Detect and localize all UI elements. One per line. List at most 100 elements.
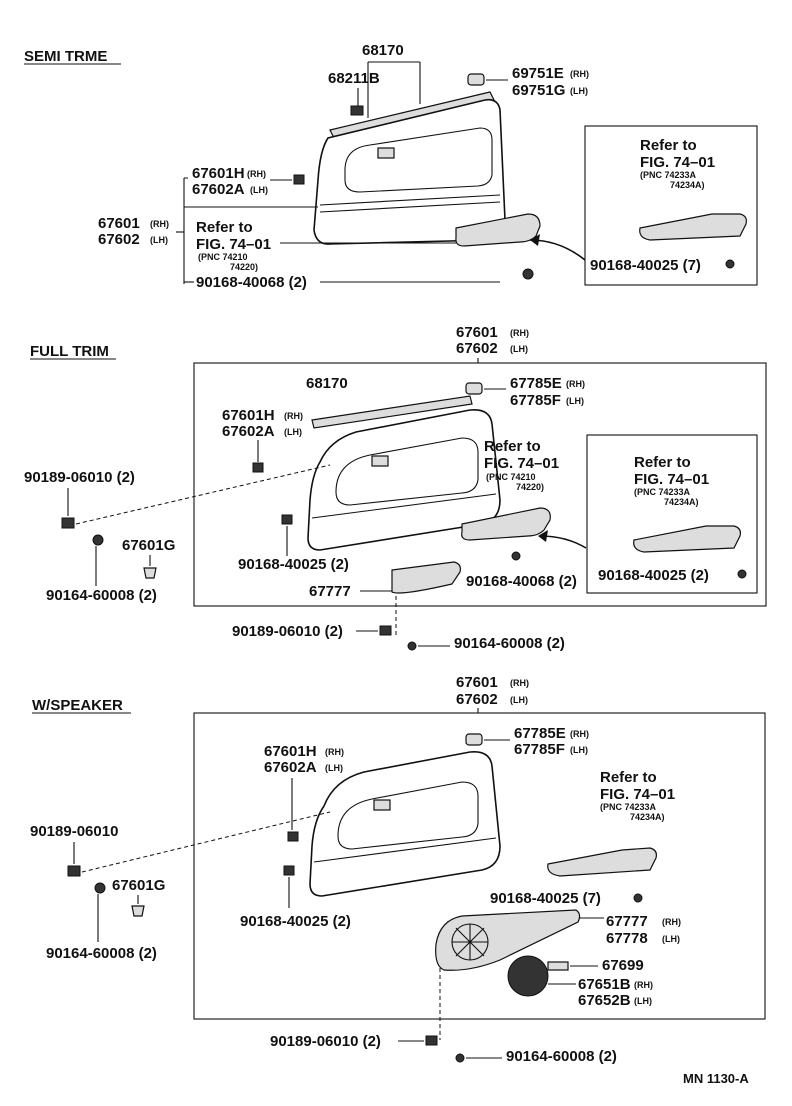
section-title: SEMI TRME [24,48,107,65]
label-67778-side: (LH) [662,934,680,944]
leader-68170 [367,61,421,118]
fastener-67601g [143,567,157,579]
label-67785f: 67785F [510,392,561,409]
label-67601h: 67601H [192,165,245,182]
label-top-lh-side: (LH) [510,695,528,705]
bolt-mid-icon [281,514,293,525]
cap-69751 [467,73,485,86]
panel-trim-line [319,194,501,213]
label-top-rh: 67601 [456,674,498,691]
inset-bolt-icon [725,259,735,269]
speaker-grille-lines [452,924,488,960]
label-67602: 67602 [98,231,140,248]
clip-90189 [61,517,75,529]
label-67601h: 67601H [222,407,275,424]
section-w-speaker: W/SPEAKER 67601 (RH) 67602 (LH) 67785E (… [30,674,766,1065]
label-67601g: 67601G [112,877,165,894]
inset-ref-title: Refer to [640,137,697,154]
clip-67601h [293,174,305,185]
trim-67777 [391,561,461,594]
door-panel [307,408,501,551]
door-panel [313,98,506,245]
ref-pnc2: 74220) [516,482,544,492]
dash-clip [81,811,331,873]
trim-67777 [435,909,581,971]
label-clip-bottom: 90189-06010 (2) [270,1033,381,1050]
inset-bolt: 90168-40025 (2) [598,567,709,584]
speaker-grille-67651b [507,955,549,997]
panel-recess [335,437,479,506]
footer-code: MN 1130-A [683,1071,749,1086]
leader-bracket [183,177,188,284]
label-67785e: 67785E [510,375,562,392]
label-bolt-mid: 90168-40025 (2) [240,913,351,930]
inset-box [584,125,758,286]
label-68170: 68170 [362,42,404,59]
clip-67601h [287,831,299,842]
label-67785e: 67785E [514,725,566,742]
label-clip-left: 90189-06010 [30,823,118,840]
label-67602a-side: (LH) [250,185,268,195]
clip-68211b [350,105,364,116]
bolt-90168 [522,268,534,280]
panel-recess [337,781,479,850]
label-top-lh-side: (LH) [510,344,528,354]
section-title: FULL TRIM [30,343,109,360]
ref-fig: FIG. 74–01 [484,455,559,472]
label-67602a: 67602A [264,759,317,776]
ref-fig: FIG. 74–01 [600,786,675,803]
inset-ref-fig: FIG. 74–01 [640,154,715,171]
door-handle [371,455,389,467]
label-67601-side: (RH) [150,219,169,229]
label-67785f: 67785F [514,741,565,758]
label-67602a-side: (LH) [284,427,302,437]
speaker-box [193,712,766,1020]
armrest [455,213,541,247]
label-top-lh: 67602 [456,691,498,708]
label-67601h-side: (RH) [325,747,344,757]
inset-box [586,434,758,594]
screw-bottom [455,1053,465,1063]
clip-bottom [379,625,392,636]
cap-67785 [465,733,483,746]
arrow-head [530,234,540,246]
ref-pnc2: 74234A) [630,812,665,822]
label-top-lh: 67602 [456,340,498,357]
label-bolt-mid: 90168-40025 (2) [238,556,349,573]
inset-ref-title: Refer to [634,454,691,471]
door-panel [309,750,501,897]
label-clip-left: 90189-06010 (2) [24,469,135,486]
inset-pnc2: 74234A) [670,180,705,190]
screw-90164 [92,534,104,546]
label-67601h-side: (RH) [284,411,303,421]
label-67601h: 67601H [264,743,317,760]
label-top-rh: 67601 [456,324,498,341]
label-screw-bottom: 90164-60008 (2) [506,1048,617,1065]
fastener-67601g [131,905,145,917]
section-full-trim: FULL TRIM 67601 (RH) 67602 (LH) 68170 67… [24,324,767,652]
label-69751e-side: (RH) [570,69,589,79]
full-box [193,362,767,607]
label-69751g: 69751G [512,82,565,99]
label-67652b-side: (LH) [634,996,652,1006]
label-top-rh-side: (RH) [510,678,529,688]
ref-title: Refer to [484,438,541,455]
inset-pnc1: (PNC 74233A [634,487,691,497]
label-67651b-side: (RH) [634,980,653,990]
ref-pnc1: (PNC 74233A [600,802,657,812]
panel-trim-line [311,493,497,519]
inset-bolt: 90168-40025 (7) [590,257,701,274]
ref-title: Refer to [600,769,657,786]
label-67652b: 67652B [578,992,631,1009]
label-67699: 67699 [602,957,644,974]
clip-bottom [425,1035,438,1046]
panel-armrest-recess [344,127,493,193]
label-67785f-side: (LH) [570,745,588,755]
label-67601h-side: (RH) [247,169,266,179]
arrow-head [538,530,548,542]
cap-67785 [465,382,483,395]
bolt-right-icon [633,893,643,903]
label-top-rh-side: (RH) [510,328,529,338]
label-screw-left: 90164-60008 (2) [46,587,157,604]
